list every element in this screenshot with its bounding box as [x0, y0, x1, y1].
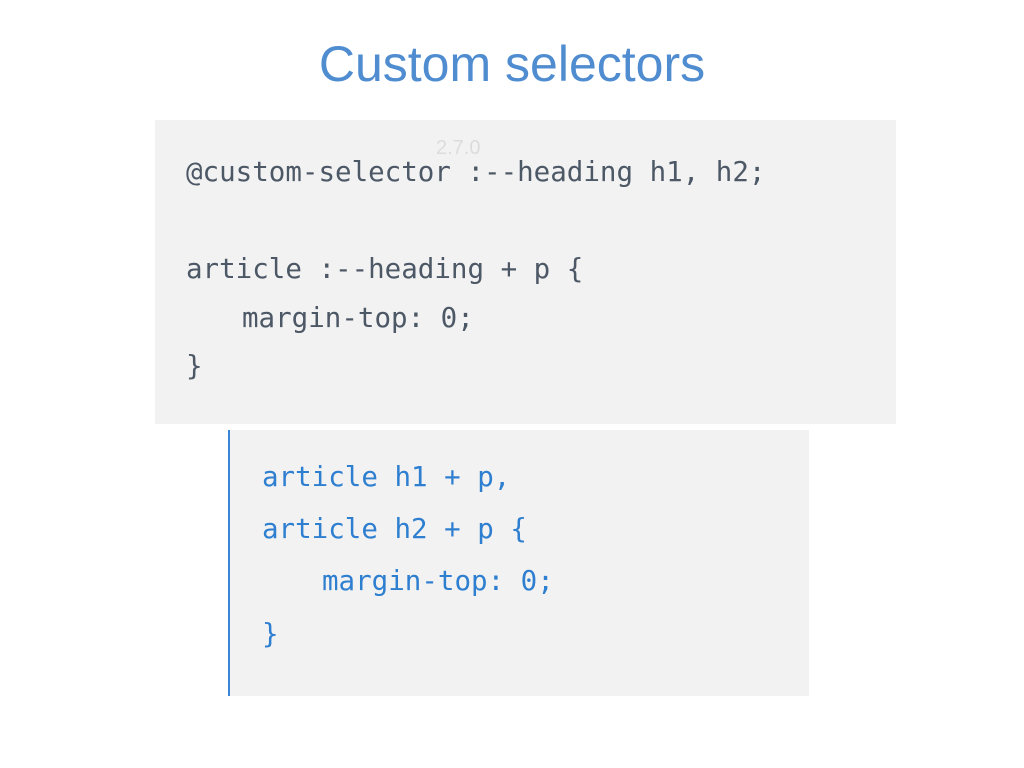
code-line-custom-selector: @custom-selector :--heading h1, h2; [186, 156, 766, 188]
code-line-h2-selector: article h2 + p { [262, 513, 527, 545]
source-code-block: 2.7.0 @custom-selector :--heading h1, h2… [155, 120, 896, 424]
version-watermark: 2.7.0 [436, 137, 481, 159]
code-line-closing-brace: } [186, 350, 203, 382]
code-line-h1-selector: article h1 + p, [262, 461, 511, 493]
slide-title: Custom selectors [318, 36, 706, 92]
code-line-article-rule: article :--heading + p { [186, 253, 584, 285]
output-code-block: article h1 + p, article h2 + p { margin-… [228, 430, 809, 696]
code-line-margin-declaration: margin-top: 0; [242, 302, 474, 334]
code-line-margin-declaration: margin-top: 0; [322, 565, 554, 597]
code-line-closing-brace: } [262, 618, 279, 650]
